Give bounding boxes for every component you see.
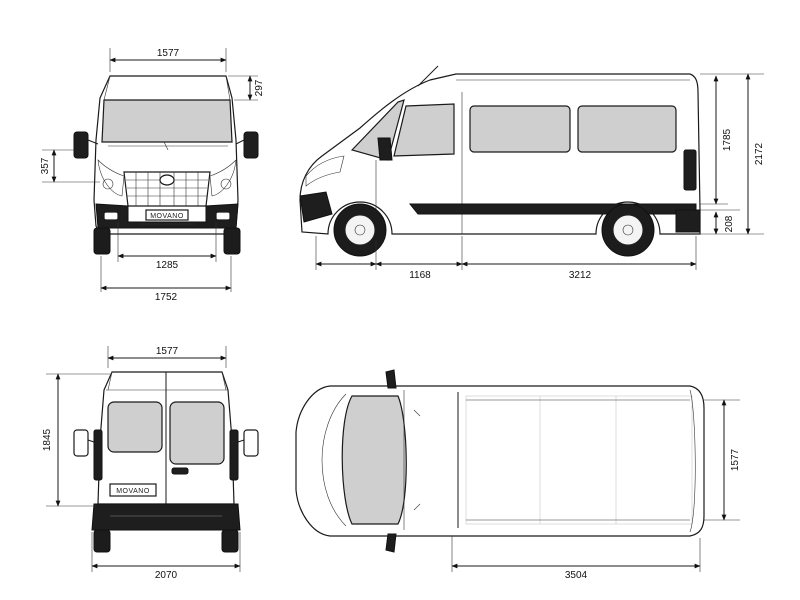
- side-front-bumper: [299, 191, 333, 223]
- rear-right-window: [169, 401, 225, 465]
- rear-door-handle: [171, 467, 189, 475]
- side-total-height-label: 2172: [754, 142, 765, 165]
- side-ground-clearance-label: 208: [724, 215, 735, 232]
- side-wheelbase-label: 3212: [569, 270, 592, 281]
- front-mirror-height-label: 357: [40, 157, 51, 174]
- top-windshield: [341, 395, 407, 525]
- top-cargo-length-label: 3504: [565, 570, 588, 581]
- front-right-tire: [223, 227, 241, 255]
- rear-left-tire: [93, 529, 111, 553]
- side-door-window: [393, 103, 455, 157]
- top-view: 1577 3504: [295, 369, 741, 581]
- side-window-2: [577, 105, 677, 153]
- side-mirror: [377, 137, 393, 161]
- front-bumper: [95, 203, 239, 229]
- top-cargo-width-label: 1577: [730, 448, 741, 471]
- side-rub-strip: [408, 203, 697, 215]
- side-window-1: [469, 105, 571, 153]
- rear-badge: MOVANO: [116, 488, 150, 495]
- front-logo: [159, 174, 175, 186]
- rear-mirror-width-label: 2070: [155, 570, 178, 581]
- rear-left-mirror: [73, 429, 89, 457]
- front-left-mirror: [73, 131, 89, 159]
- rear-roof-width-label: 1577: [156, 346, 179, 357]
- front-windshield: [101, 99, 233, 143]
- rear-bumper: [91, 503, 241, 531]
- side-load-height-label: 1785: [722, 128, 733, 151]
- rear-right-mirror: [243, 429, 259, 457]
- front-body-width-label: 1752: [155, 292, 178, 303]
- rear-left-window: [107, 401, 163, 453]
- front-badge: MOVANO: [150, 213, 184, 220]
- rear-door-height-label: 1845: [42, 428, 53, 451]
- front-left-tire: [93, 227, 111, 255]
- front-view: MOVANO 1577 297 357 1285 1752: [40, 48, 265, 303]
- side-view: 1168 3212 1785 2172 208: [299, 65, 765, 281]
- front-right-headlight: [209, 159, 237, 197]
- front-roof-width-label: 1577: [157, 48, 180, 59]
- rear-view: MOVANO 1577 1845 2070: [42, 346, 259, 581]
- front-left-headlight: [97, 159, 125, 197]
- top-left-mirror: [385, 369, 397, 389]
- side-front-overhang-label: 1168: [409, 270, 431, 281]
- front-right-mirror: [243, 131, 259, 159]
- front-track-width-label: 1285: [156, 260, 179, 271]
- front-roof-height-label: 297: [254, 79, 265, 96]
- side-tail-light: [683, 149, 697, 191]
- top-right-mirror: [385, 533, 397, 553]
- rear-right-tire: [221, 529, 239, 553]
